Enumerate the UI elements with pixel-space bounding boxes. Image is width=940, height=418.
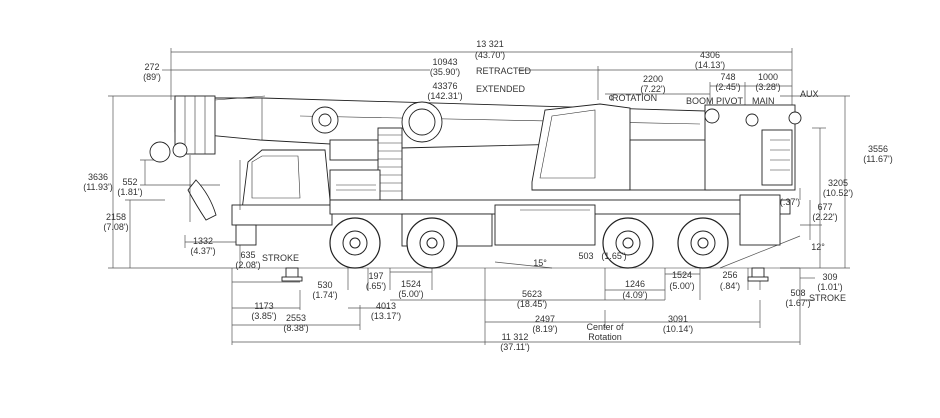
dim-3205-ft: (10.52') bbox=[823, 188, 853, 198]
dim-2158-ft: (7.08') bbox=[103, 222, 128, 232]
dim-1173-mm: 1173 bbox=[254, 301, 273, 311]
center-of-rotation-line2: Rotation bbox=[588, 332, 622, 342]
dim-272-ft: (89') bbox=[143, 72, 161, 82]
dim-3205-mm: 3205 bbox=[828, 178, 848, 188]
dim-677-mm: 677 bbox=[817, 202, 832, 212]
dim-256-mm: 256 bbox=[722, 270, 737, 280]
dim-503-ft: (1.65') bbox=[601, 251, 626, 261]
dim-309-mm: 309 bbox=[822, 272, 837, 282]
wheel bbox=[677, 217, 729, 269]
dim-2553-ft: (8.38') bbox=[283, 323, 308, 333]
dim-5623-ft: (18.45') bbox=[517, 299, 547, 309]
dim-3636-mm: 3636 bbox=[88, 172, 108, 182]
dim-748-mm: 748 bbox=[720, 72, 735, 82]
dim-3091-ft: (10.14') bbox=[663, 324, 693, 334]
dim-530-ft: (1.74') bbox=[312, 290, 337, 300]
dim-3556-mm: 3556 bbox=[868, 144, 888, 154]
wheel bbox=[602, 217, 654, 269]
dim-4013-ft: (13.17') bbox=[371, 311, 401, 321]
dim-530-mm: 530 bbox=[317, 280, 332, 290]
dim-503: 503 bbox=[578, 251, 593, 261]
dim-4306-ft: (14.13') bbox=[695, 60, 725, 70]
boom-pivot-label: BOOM PIVOT bbox=[686, 96, 744, 106]
rotation-text: ROTATION bbox=[612, 93, 657, 103]
dim-4013-mm: 4013 bbox=[376, 301, 396, 311]
main-label: MAIN bbox=[752, 96, 775, 106]
dim-5623-mm: 5623 bbox=[522, 289, 542, 299]
angle-12: 12° bbox=[811, 242, 825, 252]
dim-4306-mm: 4306 bbox=[700, 50, 720, 60]
dim-552-mm: 552 bbox=[122, 177, 137, 187]
dim-748-ft: (2.45') bbox=[715, 82, 740, 92]
dim-1332-mm: 1332 bbox=[193, 236, 213, 246]
dim-635-mm: 635 bbox=[240, 250, 255, 260]
rotation-symbol: ¢ bbox=[608, 93, 613, 103]
dim-11312-mm: 11 312 bbox=[502, 332, 529, 342]
dimension-lines bbox=[108, 48, 850, 345]
dim-1173-ft: (3.85') bbox=[251, 311, 276, 321]
retracted-ft: (35.90') bbox=[430, 67, 460, 77]
stroke-label-left: STROKE bbox=[262, 253, 299, 263]
carrier-cab bbox=[241, 149, 331, 211]
dimension-labels: 13 321 (43.70') 272 (89') 10943 (35.90')… bbox=[83, 39, 893, 352]
dim-3091-mm: 3091 bbox=[668, 314, 688, 324]
wheel bbox=[406, 217, 458, 269]
retracted-text: RETRACTED bbox=[476, 66, 532, 76]
dim-1332-ft: (4.37') bbox=[190, 246, 215, 256]
overall-length-ft: (43.70') bbox=[475, 50, 505, 60]
dim-635-ft: (2.08') bbox=[235, 260, 260, 270]
dim-272-mm: 272 bbox=[144, 62, 159, 72]
dim-1000-ft: (3.28') bbox=[755, 82, 780, 92]
dim-37: (.37') bbox=[780, 197, 800, 207]
wheel bbox=[329, 217, 381, 269]
dim-508-ft: (1.67') bbox=[785, 298, 810, 308]
extended-mm: 43376 bbox=[432, 81, 457, 91]
dim-1524a-ft: (5.00') bbox=[398, 289, 423, 299]
dim-2200-mm: 2200 bbox=[643, 74, 663, 84]
extended-text: EXTENDED bbox=[476, 84, 526, 94]
dim-3556-ft: (11.67') bbox=[863, 154, 893, 164]
dim-508-mm: 508 bbox=[790, 288, 805, 298]
dim-1000-mm: 1000 bbox=[758, 72, 778, 82]
retracted-mm: 10943 bbox=[432, 57, 457, 67]
overall-length-mm: 13 321 bbox=[476, 39, 504, 49]
aux-label: AUX bbox=[800, 89, 819, 99]
dim-197-ft: (.65') bbox=[366, 281, 386, 291]
superstructure-cab bbox=[531, 103, 631, 191]
dim-1524b-mm: 1524 bbox=[672, 270, 692, 280]
dim-2497-mm: 2497 bbox=[535, 314, 555, 324]
dim-552-ft: (1.81') bbox=[117, 187, 142, 197]
dim-197-mm: 197 bbox=[368, 271, 383, 281]
dim-677-ft: (2.22') bbox=[812, 212, 837, 222]
extended-ft: (142.31') bbox=[427, 91, 462, 101]
dim-1524a-mm: 1524 bbox=[401, 279, 421, 289]
stroke-label-right: STROKE bbox=[809, 293, 846, 303]
dim-1524b-ft: (5.00') bbox=[669, 281, 694, 291]
dim-1246-mm: 1246 bbox=[625, 279, 645, 289]
dim-11312-ft: (37.11') bbox=[500, 342, 530, 352]
dim-2158-mm: 2158 bbox=[106, 212, 126, 222]
wheels bbox=[329, 217, 729, 269]
crane-body bbox=[149, 95, 802, 282]
center-of-rotation-line1: Center of bbox=[586, 322, 624, 332]
dim-256-ft: (.84') bbox=[720, 281, 740, 291]
hook-block bbox=[187, 179, 217, 221]
radiator-block bbox=[377, 127, 403, 201]
dim-309-ft: (1.01') bbox=[817, 282, 842, 292]
dim-2553-mm: 2553 bbox=[286, 313, 306, 323]
dim-2200-ft: (7.22') bbox=[640, 84, 665, 94]
angle-15: 15° bbox=[533, 258, 547, 268]
dim-3636-ft: (11.93') bbox=[83, 182, 113, 192]
dim-1246-ft: (4.09') bbox=[622, 290, 647, 300]
dim-2497-ft: (8.19') bbox=[532, 324, 557, 334]
